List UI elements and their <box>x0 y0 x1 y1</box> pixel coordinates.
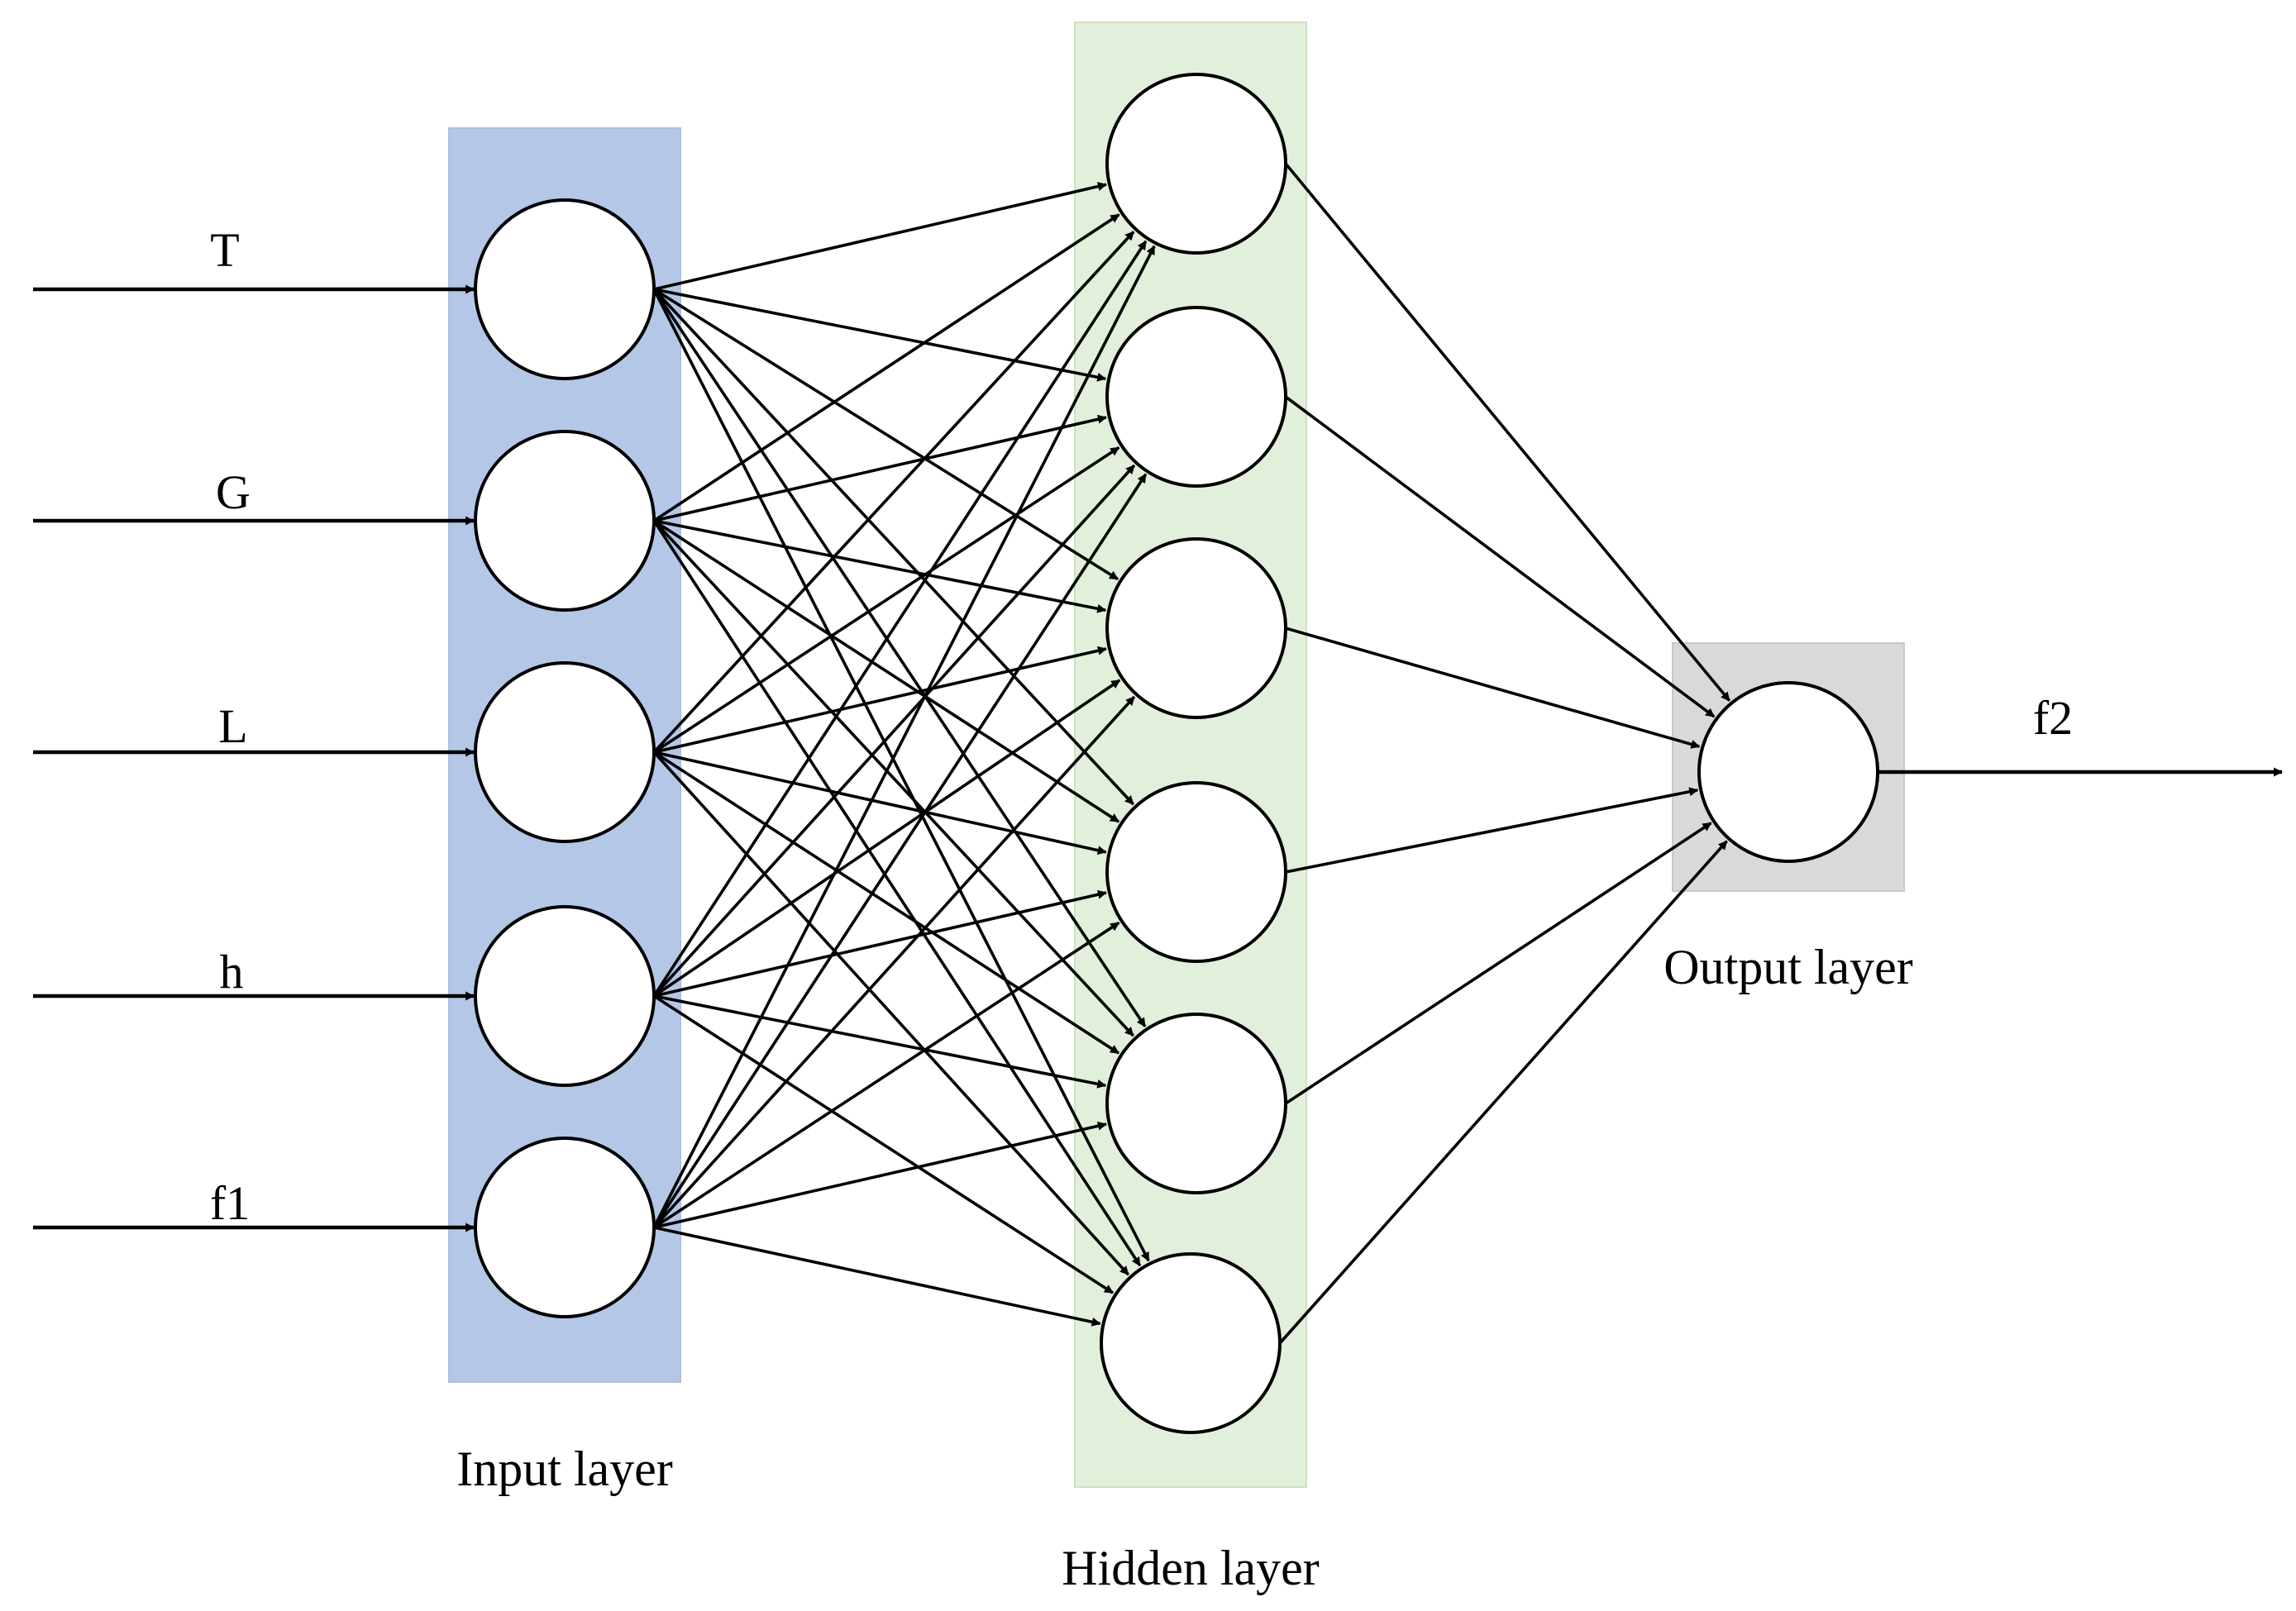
edge-input-4-to-hidden-4 <box>653 889 1107 998</box>
edge-input-1-to-hidden-2 <box>653 288 1107 382</box>
input-node-1 <box>474 198 656 380</box>
output-layer-caption: Output layer <box>1664 940 1913 994</box>
neurons <box>474 73 1879 1434</box>
input-node-4 <box>474 905 656 1087</box>
edge-input-2-to-hidden-3 <box>653 519 1107 613</box>
hidden-node-5 <box>1105 1013 1287 1194</box>
edge-input-3-to-hidden-3 <box>653 646 1107 754</box>
edge-input-3-to-hidden-6 <box>652 751 1130 1276</box>
edge-input-5-to-hidden-1 <box>652 245 1156 1228</box>
input-label-T: T <box>210 223 239 277</box>
edge-input-4-to-hidden-5 <box>653 994 1107 1089</box>
hidden-node-2 <box>1105 306 1287 488</box>
edge-input-4-to-hidden-2 <box>652 464 1136 998</box>
edge-input-2-to-hidden-4 <box>653 519 1119 823</box>
edge-input-5-to-hidden-2 <box>652 473 1148 1228</box>
edge-input-4-to-hidden-6 <box>653 994 1114 1294</box>
edge-hidden-2-to-output <box>1284 395 1716 718</box>
edge-hidden-1-to-output <box>1284 162 1731 702</box>
hidden-node-6 <box>1100 1252 1282 1434</box>
edge-input-3-to-hidden-5 <box>653 751 1119 1055</box>
input-layer-caption: Input layer <box>456 1442 673 1496</box>
edge-input-5-to-hidden-5 <box>653 1121 1107 1229</box>
input-node-5 <box>474 1137 656 1318</box>
input-label-G: G <box>216 465 251 519</box>
edge-input-5-to-hidden-3 <box>652 695 1136 1229</box>
hidden-node-1 <box>1105 73 1287 255</box>
input-label-L: L <box>218 699 247 753</box>
edge-input-3-to-hidden-2 <box>653 446 1120 754</box>
edge-hidden-5-to-output <box>1285 822 1712 1105</box>
input-label-f1: f1 <box>210 1176 250 1230</box>
input-label-h: h <box>220 945 244 999</box>
edge-input-1-to-hidden-1 <box>653 182 1107 291</box>
edge-input-1-to-hidden-3 <box>653 288 1119 581</box>
edge-input-1-to-hidden-6 <box>652 288 1150 1262</box>
output-node-1 <box>1697 681 1879 863</box>
edge-hidden-3-to-output <box>1285 627 1701 749</box>
edge-input-3-to-hidden-4 <box>653 751 1107 856</box>
edge-hidden-4-to-output <box>1285 787 1699 874</box>
hidden-node-4 <box>1105 781 1287 963</box>
hidden-node-3 <box>1105 537 1287 719</box>
edge-input-2-to-hidden-6 <box>652 520 1142 1267</box>
edge-input-2-to-hidden-2 <box>653 414 1107 522</box>
edge-input-1-to-hidden-4 <box>652 288 1135 806</box>
edge-input-2-to-hidden-1 <box>653 213 1120 522</box>
io-arrows <box>33 284 2284 1232</box>
connections <box>652 162 1731 1345</box>
hidden-layer-caption: Hidden layer <box>1062 1541 1320 1595</box>
edge-input-5-to-hidden-6 <box>653 1226 1101 1327</box>
edge-hidden-6-to-output <box>1278 840 1728 1345</box>
edge-input-5-to-hidden-4 <box>653 921 1120 1229</box>
output-label-f2: f2 <box>2033 691 2073 745</box>
edge-input-4-to-hidden-3 <box>652 679 1121 998</box>
input-node-2 <box>474 430 656 612</box>
hidden-layer-box <box>1074 21 1307 1488</box>
edge-input-3-to-hidden-1 <box>652 231 1135 754</box>
edge-input-2-to-hidden-5 <box>652 519 1135 1037</box>
edge-input-4-to-hidden-1 <box>652 240 1148 997</box>
input-node-3 <box>474 661 656 843</box>
